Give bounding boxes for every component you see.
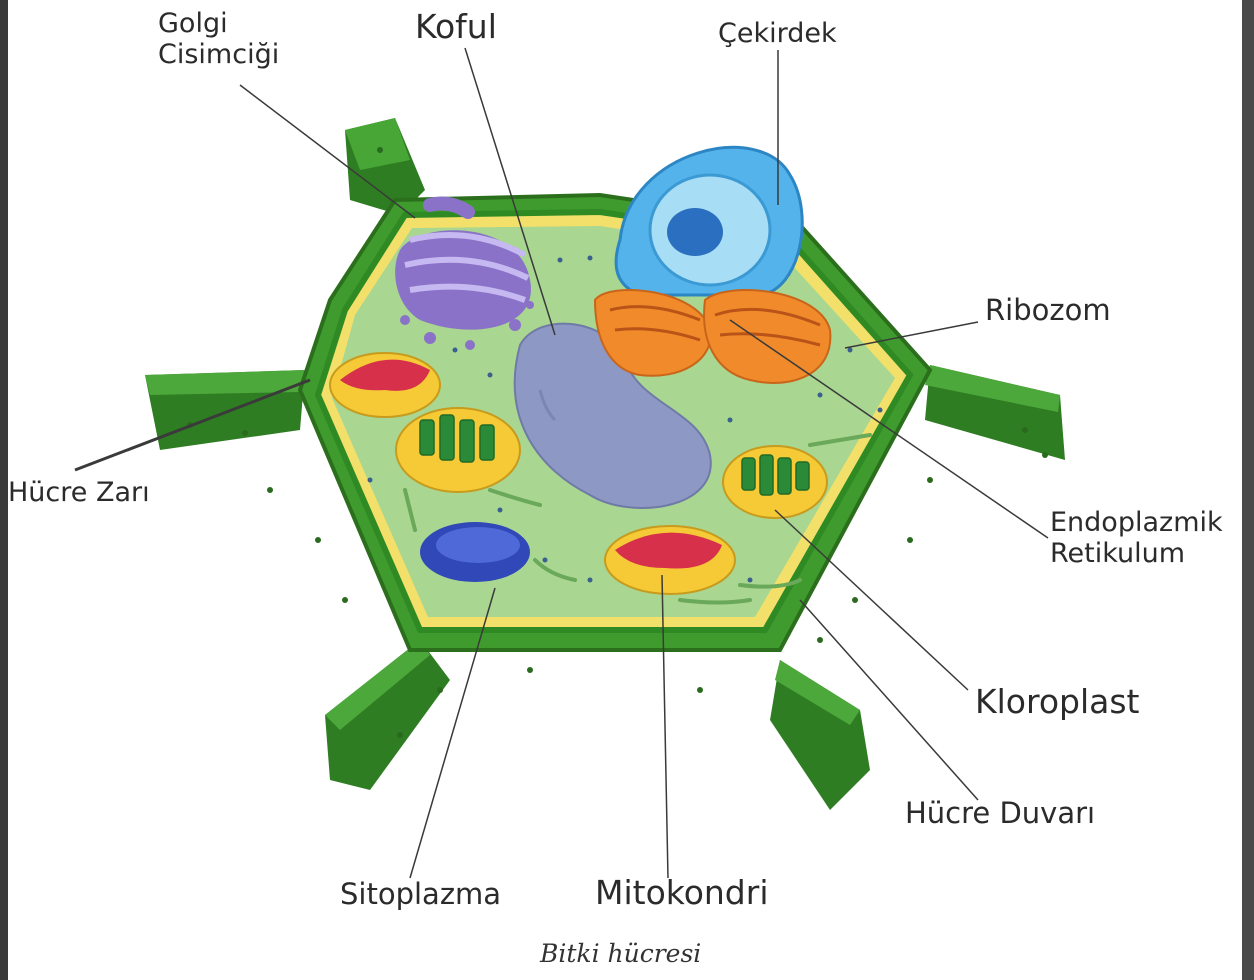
figure-caption: Bitki hücresi [540,940,701,969]
label-golgi: Golgi Cisimciği [158,8,279,70]
chloroplast-right [723,446,827,518]
label-sitoplazma: Sitoplazma [340,878,501,911]
vesicle [420,522,530,582]
label-koful: Koful [415,8,497,46]
chloroplast-left [396,408,520,492]
label-mitokondri: Mitokondri [595,874,769,912]
label-endoplazmik-retikulum: Endoplazmik Retikulum [1050,507,1223,569]
label-hucre-duvari: Hücre Duvarı [905,797,1095,830]
nucleus [616,147,802,295]
mitochondrion-bottom [605,526,735,594]
mitochondrion-top-left [330,353,440,417]
label-ribozom: Ribozom [985,294,1111,327]
label-hucre-zari: Hücre Zarı [8,477,150,508]
label-cekirdek: Çekirdek [718,18,837,49]
label-kloroplast: Kloroplast [975,683,1140,721]
